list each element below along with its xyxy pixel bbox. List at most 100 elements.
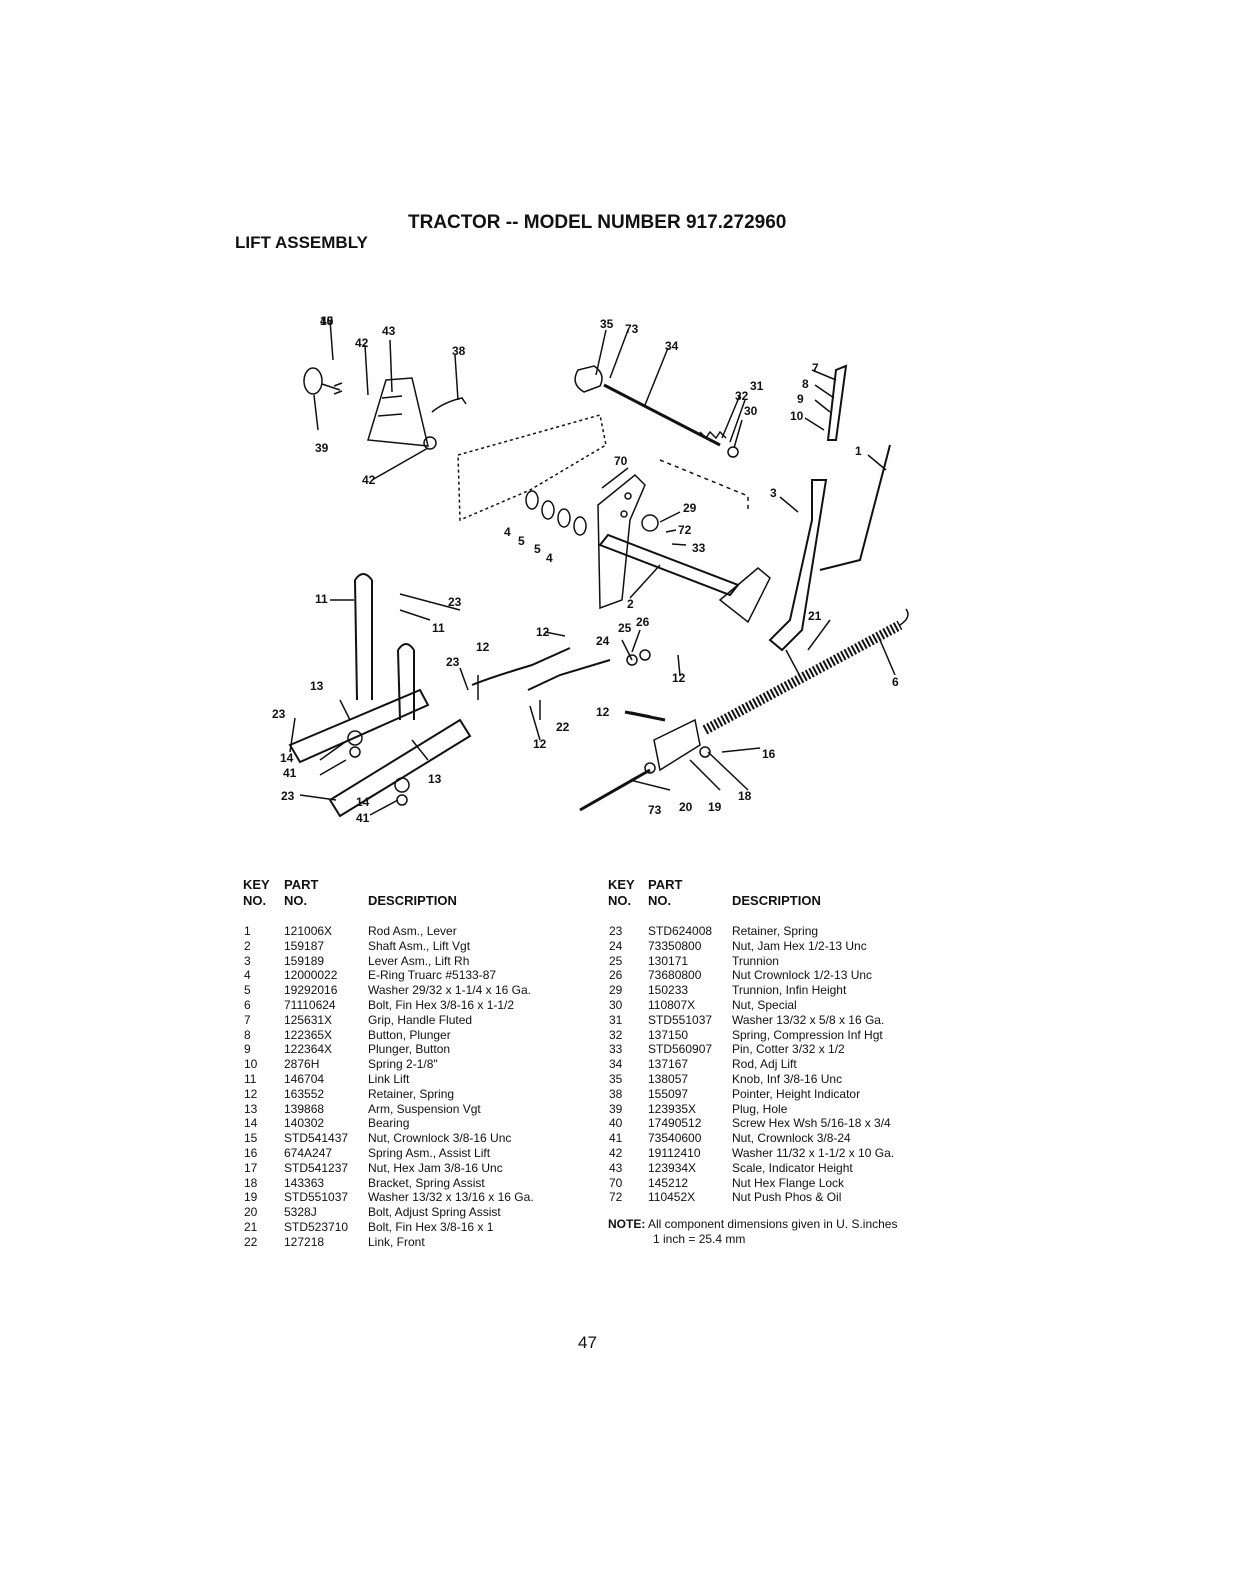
description: Bolt, Fin Hex 3/8-16 x 1-1/2: [368, 998, 515, 1012]
nut-part: [699, 746, 711, 758]
callout-label: 21: [808, 609, 822, 623]
callout-label: 14: [356, 795, 370, 809]
key-no: 29: [609, 983, 623, 998]
key-no: 40: [609, 1116, 623, 1131]
part-no: 159187: [284, 938, 325, 953]
key-no: 20: [244, 1205, 258, 1220]
callout-label: 24: [596, 634, 610, 648]
frame-plate-part: [457, 414, 607, 522]
rod-adj-lift-part: [603, 383, 721, 447]
nut-part: [349, 746, 361, 758]
key-no: 3: [244, 953, 251, 968]
part-no: 145212: [648, 1175, 689, 1190]
callout-label: 4: [546, 551, 553, 565]
plug-hole-part: [303, 367, 323, 395]
e-ring-part: [573, 516, 587, 536]
callout-label: 18: [738, 789, 752, 803]
callout-label: 42: [355, 336, 369, 350]
header-description: DESCRIPTION: [368, 893, 457, 908]
header-no: NO.: [243, 893, 267, 908]
header-key: KEY: [608, 877, 635, 892]
callout-label: 12: [536, 625, 550, 639]
part-no: 73540600: [648, 1131, 702, 1146]
key-no: 41: [609, 1131, 623, 1146]
callout-label: 31: [750, 379, 764, 393]
callout-label: 34: [665, 339, 679, 353]
part-no: 138057: [648, 1072, 689, 1086]
description: Retainer, Spring: [732, 924, 819, 938]
callout-label: 12: [476, 640, 490, 654]
bearing-part: [347, 730, 363, 746]
callout-label: 5: [534, 542, 541, 556]
description: Shaft Asm., Lift Vgt: [368, 938, 471, 953]
description: Retainer, Spring: [368, 1086, 455, 1101]
washer-part: [644, 762, 656, 774]
key-no: 33: [609, 1042, 623, 1057]
key-no: 16: [244, 1146, 258, 1160]
callout-label: 11: [432, 621, 445, 635]
callout-label: 73: [648, 803, 662, 817]
key-no: 24: [609, 938, 623, 953]
key-no: 23: [609, 924, 623, 938]
callout-label: 41: [283, 766, 297, 780]
callout-label: 22: [556, 720, 570, 734]
scale-indicator-part: [367, 377, 429, 447]
callout-label: 8: [802, 377, 809, 391]
part-no: 137150: [648, 1027, 689, 1042]
key-no: 15: [244, 1131, 258, 1146]
trunnion-part: [641, 514, 659, 532]
part-no: 143363: [284, 1175, 325, 1190]
nut-part: [626, 654, 638, 666]
header-part: PART: [284, 877, 319, 892]
part-no: 19112410: [648, 1146, 701, 1160]
description: Washer 13/32 x 13/16 x 16 Ga.: [368, 1190, 534, 1205]
part-no: 17490512: [648, 1116, 702, 1131]
key-no: 31: [609, 1012, 623, 1027]
description: Bracket, Spring Assist: [368, 1175, 485, 1190]
callout-label: 25: [618, 621, 632, 635]
link-lift-part: [397, 643, 415, 721]
e-ring-part: [525, 490, 539, 510]
callout-label: 29: [683, 501, 697, 515]
description: Nut Push Phos & Oil: [732, 1190, 842, 1205]
part-no: 140302: [284, 1116, 325, 1131]
callout-label: 40: [320, 314, 334, 328]
key-no: 7: [244, 1012, 251, 1027]
key-no: 21: [244, 1220, 258, 1234]
part-no: 2876H: [284, 1057, 320, 1072]
key-no: 22: [244, 1234, 258, 1249]
description: Nut Hex Flange Lock: [732, 1175, 845, 1190]
key-no: 10: [244, 1057, 258, 1072]
callout-label: 11: [315, 592, 328, 606]
callout-label: 41: [356, 811, 370, 825]
description: Trunnion, Infin Height: [732, 983, 847, 998]
arm-suspension-part: [288, 688, 430, 764]
header-part: PART: [648, 877, 683, 892]
description: Bearing: [368, 1116, 410, 1131]
header-part-no: NO.: [648, 893, 672, 908]
callout-label: 1: [855, 444, 862, 458]
page-number: 47: [578, 1333, 597, 1352]
link-front-part: [527, 659, 611, 691]
callout-label: 12: [672, 671, 686, 685]
callout-label: 13: [428, 772, 442, 786]
bolt-part: [624, 710, 666, 722]
callout-label: 5: [518, 534, 525, 548]
part-no: 19292016: [284, 983, 338, 998]
description: Plug, Hole: [732, 1101, 788, 1116]
part-no: 150233: [648, 983, 689, 998]
description: Knob, Inf 3/8-16 Unc: [732, 1072, 843, 1086]
nut-special-part: [727, 446, 739, 458]
callout-label: 10: [790, 409, 804, 423]
callout-label: 39: [315, 441, 329, 455]
description: Washer 29/32 x 1-1/4 x 16 Ga.: [368, 983, 531, 998]
callout-label: 43: [382, 324, 396, 338]
key-no: 8: [244, 1027, 251, 1042]
callout-label: 23: [446, 655, 460, 669]
key-no: 43: [609, 1160, 623, 1175]
callout-label: 4: [504, 525, 511, 539]
description: Pointer, Height Indicator: [732, 1086, 861, 1101]
description: Button, Plunger: [368, 1027, 451, 1042]
